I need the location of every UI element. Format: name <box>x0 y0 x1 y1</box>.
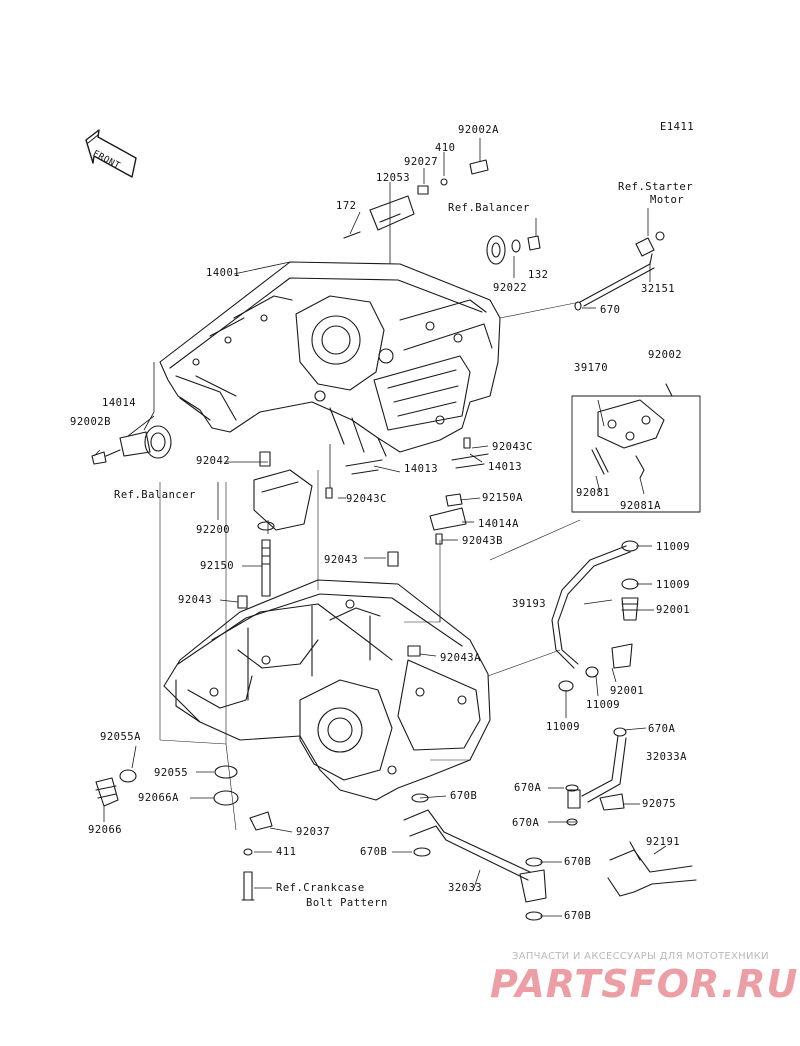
label-670-top: 670 <box>600 304 621 316</box>
label-92150: 92150 <box>200 560 235 572</box>
label-92150A: 92150A <box>482 492 523 504</box>
label-32151: 32151 <box>641 283 676 295</box>
label-92002A: 92002A <box>458 124 499 136</box>
reference-guide-lines <box>159 301 581 831</box>
ref-balancer-top: Ref.Balancer <box>448 202 530 214</box>
label-670A-1: 670A <box>648 723 676 735</box>
label-92200: 92200 <box>196 524 231 536</box>
label-92043-1: 92043 <box>324 554 359 566</box>
label-92043C-1: 92043C <box>492 441 533 453</box>
label-11009-1: 11009 <box>656 541 691 553</box>
breather-12053 <box>343 159 489 239</box>
label-14001: 14001 <box>206 267 241 279</box>
label-132: 132 <box>528 269 549 281</box>
front-arrow-icon <box>85 129 137 178</box>
label-670A-2: 670A <box>514 782 542 794</box>
label-92042: 92042 <box>196 455 231 467</box>
label-670A-3: 670A <box>512 817 540 829</box>
label-92002B: 92002B <box>70 416 111 428</box>
label-12053: 12053 <box>376 172 411 184</box>
label-11009-3: 11009 <box>586 699 621 711</box>
label-92081: 92081 <box>576 487 611 499</box>
label-32033: 32033 <box>448 882 483 894</box>
ref-crankcase-line2: Bolt Pattern <box>306 897 388 909</box>
label-92191: 92191 <box>646 836 681 848</box>
dowels-and-pins <box>237 437 489 657</box>
label-92043B: 92043B <box>462 535 503 547</box>
ref-balancer-left: Ref.Balancer <box>114 489 196 501</box>
label-92055: 92055 <box>154 767 189 779</box>
label-92066A: 92066A <box>138 792 179 804</box>
label-92075: 92075 <box>642 798 677 810</box>
label-14014: 14014 <box>102 397 137 409</box>
diagram-code: E1411 <box>660 121 695 133</box>
label-14014A: 14014A <box>478 518 519 530</box>
label-92043-2: 92043 <box>178 594 213 606</box>
label-92066: 92066 <box>88 824 123 836</box>
label-670B-3: 670B <box>564 856 592 868</box>
label-670B-4: 670B <box>564 910 592 922</box>
upper-crankcase-14001 <box>159 261 501 457</box>
balancer-gear-92022 <box>486 235 541 265</box>
label-92022: 92022 <box>493 282 528 294</box>
rod-32151 <box>574 231 665 311</box>
watermark-brand: PARTSFOR.RU <box>490 962 799 1006</box>
label-14013-1: 14013 <box>404 463 439 475</box>
ref-starter-line1: Ref.Starter <box>618 181 694 193</box>
label-92081A: 92081A <box>620 500 661 512</box>
label-92002: 92002 <box>648 349 683 361</box>
watermark-subtitle: ЗАПЧАСТИ И АКСЕССУАРЫ ДЛЯ МОТОТЕХНИКИ <box>512 951 769 962</box>
label-92001-2: 92001 <box>610 685 645 697</box>
label-32033A: 32033A <box>646 751 687 763</box>
label-172: 172 <box>336 200 357 212</box>
label-92027: 92027 <box>404 156 439 168</box>
label-92037: 92037 <box>296 826 331 838</box>
label-39193: 39193 <box>512 598 547 610</box>
label-410: 410 <box>435 142 456 154</box>
drain-plug-parts <box>95 765 273 901</box>
oil-pipe-32033A <box>565 727 627 826</box>
label-92001-1: 92001 <box>656 604 691 616</box>
ref-crankcase-line1: Ref.Crankcase <box>276 882 365 894</box>
oil-pipe-32033 <box>403 793 547 921</box>
lower-crankcase <box>163 579 491 801</box>
ref-starter-line2: Motor <box>650 194 685 206</box>
label-11009-4: 11009 <box>546 721 581 733</box>
label-14013-2: 14013 <box>488 461 523 473</box>
oil-pipe-39193 <box>551 540 639 692</box>
label-670B-1: 670B <box>450 790 478 802</box>
label-92043C-2: 92043C <box>346 493 387 505</box>
label-92043A: 92043A <box>440 652 481 664</box>
label-39170: 39170 <box>574 362 609 374</box>
label-11009-2: 11009 <box>656 579 691 591</box>
balancer-bearing <box>91 425 172 465</box>
pipe-92191 <box>607 841 697 897</box>
inset-39170 <box>571 383 701 513</box>
label-670B-2: 670B <box>360 846 388 858</box>
label-411: 411 <box>276 846 297 858</box>
label-92055A: 92055A <box>100 731 141 743</box>
leader-lines <box>93 138 667 917</box>
